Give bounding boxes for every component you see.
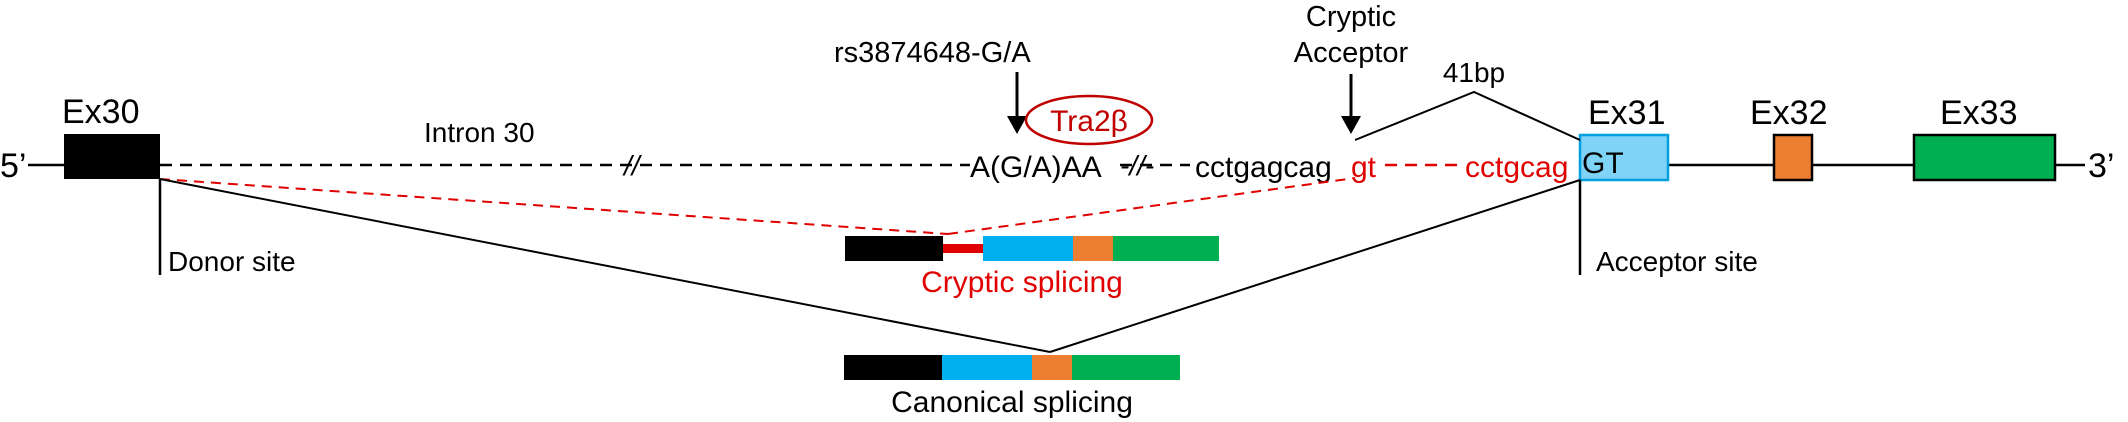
exon-30-box: [64, 134, 160, 179]
distance-41bp-label: 41bp: [1443, 57, 1505, 88]
cryptic-acceptor-line2: Acceptor: [1294, 37, 1409, 69]
three-prime-label: 3’: [2088, 147, 2114, 185]
exon-32-label: Ex32: [1750, 94, 1828, 132]
break-mark-first: //: [622, 150, 643, 181]
exon-33-label: Ex33: [1940, 94, 2018, 132]
tra2-beta-label: Tra2β: [1050, 105, 1128, 138]
exon-33-box: [1912, 133, 2057, 182]
allele-sequence: A(G/A)AA: [970, 151, 1102, 184]
canonical-connector-left: [159, 178, 1051, 353]
cryptic-connector-left: [159, 178, 949, 235]
exon-31-gt: GT: [1582, 147, 1624, 180]
cryptic-arrow-head: [1341, 116, 1361, 134]
exon-31-label: Ex31: [1588, 94, 1666, 132]
break-mark-second: -//-: [1120, 150, 1154, 181]
exon-31-box: [1578, 133, 1670, 182]
canonical-splicing-label: Canonical splicing: [891, 386, 1133, 419]
cryptic-connector-right: [947, 177, 1356, 235]
donor-site-label: Donor site: [168, 246, 296, 277]
intron-30-label: Intron 30: [424, 117, 535, 148]
snp-arrow-head: [1007, 116, 1027, 134]
cryptic-bar-ex33: [1113, 236, 1219, 261]
cryptic-splicing-label: Cryptic splicing: [921, 266, 1123, 299]
cryptic-bar-intron-insert: [943, 244, 983, 253]
sequence-left: cctgagcag: [1195, 151, 1332, 184]
cryptic-bar-ex30: [845, 236, 943, 261]
sequence-gt-red: gt: [1351, 151, 1377, 184]
canonical-bar-ex31: [942, 355, 1032, 380]
snp-label: rs3874648-G/A: [834, 37, 1031, 69]
span-41bp-lines: [1354, 90, 1581, 141]
five-prime-label: 5’: [0, 147, 26, 185]
exon-30-label: Ex30: [62, 93, 140, 131]
exon-32-box: [1772, 133, 1814, 182]
acceptor-site-label: Acceptor site: [1596, 246, 1758, 277]
cryptic-bar-ex32: [1073, 236, 1113, 261]
cryptic-bar-ex31: [983, 236, 1073, 261]
cryptic-acceptor-line1: Cryptic: [1306, 1, 1396, 33]
canonical-bar-ex32: [1032, 355, 1072, 380]
canonical-bar-ex30: [844, 355, 942, 380]
canonical-bar-ex33: [1072, 355, 1180, 380]
tra2-beta-oval: [1024, 94, 1154, 146]
sequence-right-red: cctgcag: [1465, 151, 1568, 184]
canonical-connector-right: [1049, 179, 1581, 353]
